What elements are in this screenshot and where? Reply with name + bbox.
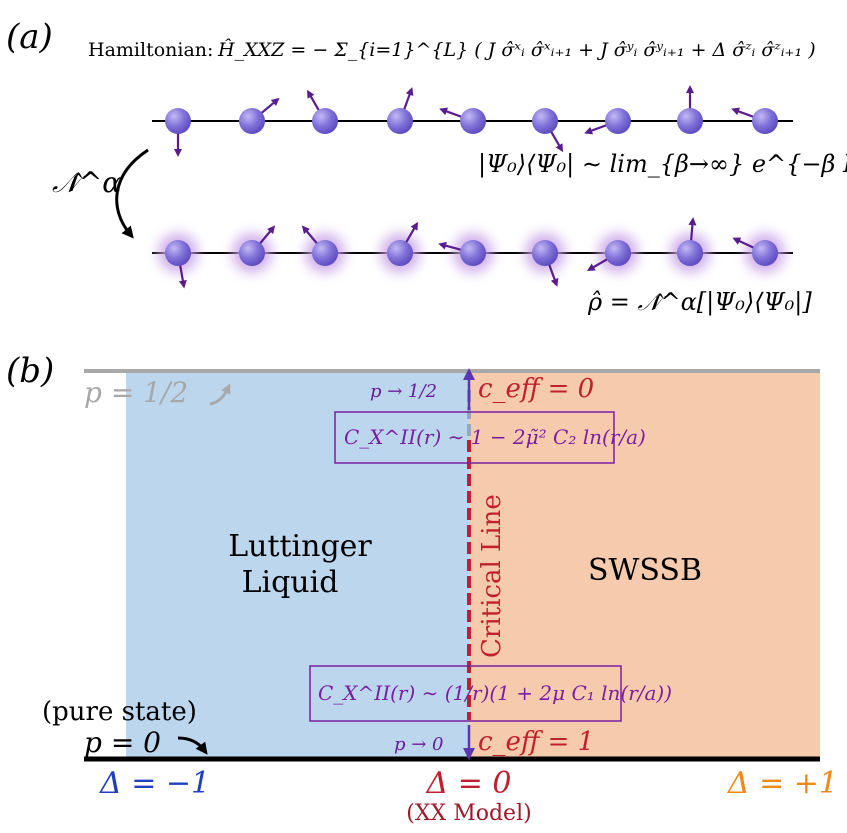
spin (525, 233, 565, 287)
top-arrow-label: p → 1/2 (370, 381, 437, 402)
spin-ball (460, 240, 486, 266)
spin (232, 225, 276, 273)
formula-bottom: C_X^II(r) ∼ (1/r)(1 + 2μ C₁ ln(r/a)) (318, 681, 672, 705)
spin (239, 97, 280, 134)
p-zero-label: p = 0 (84, 726, 161, 759)
spin (731, 107, 778, 134)
spin (532, 108, 563, 153)
spin-ball (460, 108, 486, 134)
spin (732, 233, 785, 273)
region-left-line2: Liquid (242, 565, 339, 600)
spin-ball (387, 108, 413, 134)
spin (380, 221, 420, 273)
spin-ball (532, 108, 558, 134)
region-right: SWSSB (588, 553, 702, 588)
spin (438, 233, 493, 273)
spin-ball (239, 240, 265, 266)
spin-ball (677, 108, 703, 134)
delta-right: Δ = +1 (727, 766, 838, 801)
delta-mid: Δ = 0 (426, 766, 512, 801)
ceff-bottom: c_eff = 1 (478, 727, 594, 757)
spin (670, 217, 710, 273)
ground-state-equation: |Ψ₀⟩⟨Ψ₀| ∼ lim_{β→∞} e^{−β Ĥ_XXZ} (478, 149, 847, 179)
spin (307, 89, 338, 134)
spin-ball (605, 240, 631, 266)
spin (387, 87, 414, 134)
spin-ball (239, 108, 265, 134)
panel-b-label: (b) (6, 351, 54, 391)
spin (165, 108, 191, 157)
spin (584, 108, 631, 135)
p-half-pointer (209, 383, 231, 406)
rho-equation: ρ̂ = 𝒩̂^α[|Ψ₀⟩⟨Ψ₀|] (587, 288, 812, 317)
top-spin-chain (165, 85, 778, 157)
spin-ball (752, 108, 778, 134)
pure-state-label: (pure state) (42, 697, 197, 727)
ceff-top: c_eff = 0 (478, 374, 594, 404)
hamiltonian-equation: Ĥ_XXZ = − Σ_{i=1}^{L} ( J σ̂ˣᵢ σ̂ˣᵢ₊₁ + … (217, 38, 816, 61)
spin-ball (165, 108, 191, 134)
p-zero-pointer (177, 736, 208, 755)
spin-ball (387, 240, 413, 266)
region-left-line1: Luttinger (228, 529, 372, 564)
spin-ball (752, 240, 778, 266)
formula-top-box (334, 411, 615, 464)
delta-left: Δ = −1 (99, 766, 210, 801)
spin-ball (677, 240, 703, 266)
bottom-spin-chain (158, 217, 785, 289)
panel-a-label: (a) (6, 17, 53, 57)
swssb-region (469, 371, 820, 759)
spin (586, 233, 638, 273)
spin-ball (312, 108, 338, 134)
spin (677, 85, 703, 134)
xx-model-label: (XX Model) (406, 801, 531, 826)
luttinger-liquid-region (126, 371, 469, 759)
channel-label: 𝒩̂^α (52, 166, 121, 199)
hamiltonian-prefix: Hamiltonian: (88, 39, 213, 61)
formula-bottom-box (309, 665, 622, 722)
spin-ball (312, 240, 338, 266)
formula-top: C_X^II(r) ∼ 1 − 2μ̃² C₂ ln(r/a) (344, 425, 646, 449)
spin (158, 233, 198, 289)
spin (439, 107, 486, 134)
spin-ball (532, 240, 558, 266)
spin (301, 225, 345, 273)
channel-arrow (115, 148, 149, 239)
bottom-arrow-label: p → 0 (394, 734, 444, 755)
p-half-label: p = 1/2 (84, 376, 188, 409)
critical-line-label: Critical Line (477, 494, 507, 658)
spin-ball (605, 108, 631, 134)
spin-ball (165, 240, 191, 266)
